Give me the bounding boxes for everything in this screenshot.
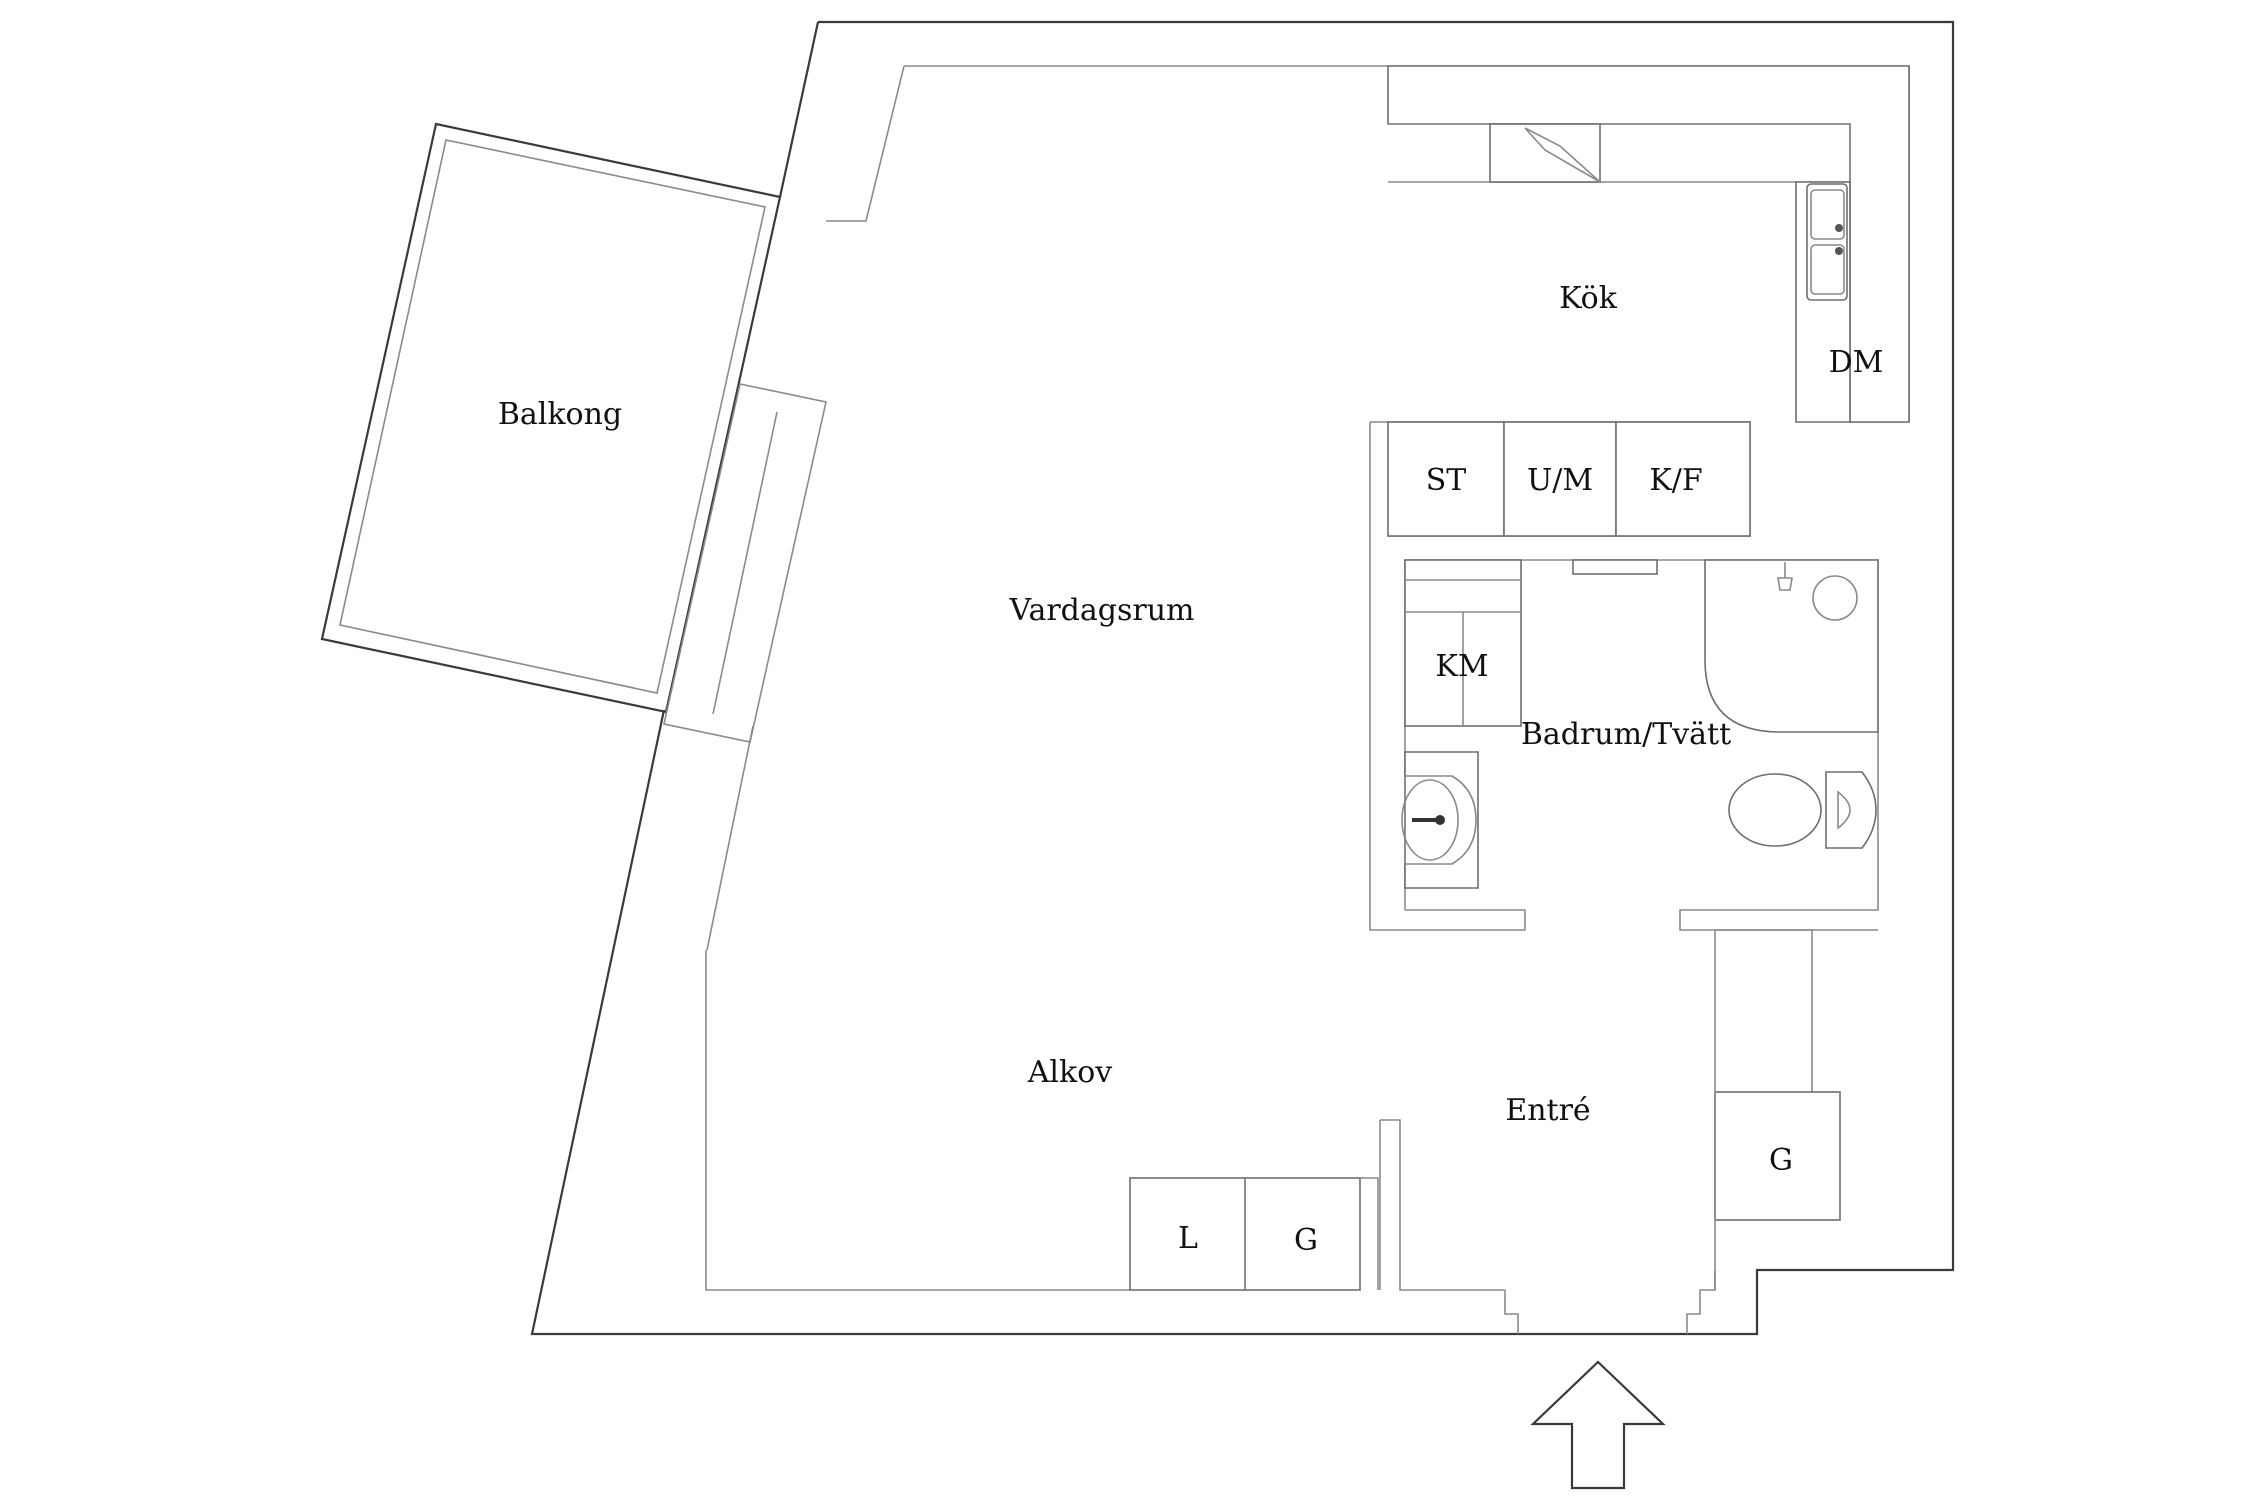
stove-icon (1489, 123, 1601, 183)
toilet-icon (1728, 771, 1877, 849)
fixture-label-um: U/M (1527, 463, 1593, 498)
room-label-vardagsrum: Vardagsrum (1009, 593, 1195, 628)
balcony-door (663, 383, 827, 743)
entrance-door (1504, 1270, 1716, 1334)
room-label-badrum: Badrum/Tvätt (1521, 717, 1731, 752)
fixture-label-km: KM (1435, 649, 1488, 684)
fixture-label-dm: DM (1829, 345, 1884, 380)
shower-icon (1704, 559, 1879, 733)
entrance-arrow-icon (1530, 1360, 1666, 1490)
washbasin-icon (1401, 751, 1479, 889)
room-label-balkong: Balkong (498, 397, 622, 432)
fixture-label-kf: K/F (1649, 463, 1702, 498)
alcove-wardrobes (1129, 1119, 1505, 1291)
room-label-kok: Kök (1559, 281, 1618, 316)
fixture-label-g-alkov: G (1294, 1223, 1318, 1258)
room-label-alkov: Alkov (1027, 1055, 1113, 1090)
fixture-label-l: L (1178, 1221, 1198, 1256)
sink-icon (1806, 183, 1848, 301)
fixture-label-g-entre: G (1769, 1143, 1793, 1178)
appliance-block (1369, 421, 1751, 931)
room-label-entre: Entré (1505, 1093, 1590, 1128)
fixture-label-st: ST (1426, 463, 1467, 498)
hall-wardrobe (1714, 929, 1841, 1270)
washing-machine (1404, 559, 1522, 727)
